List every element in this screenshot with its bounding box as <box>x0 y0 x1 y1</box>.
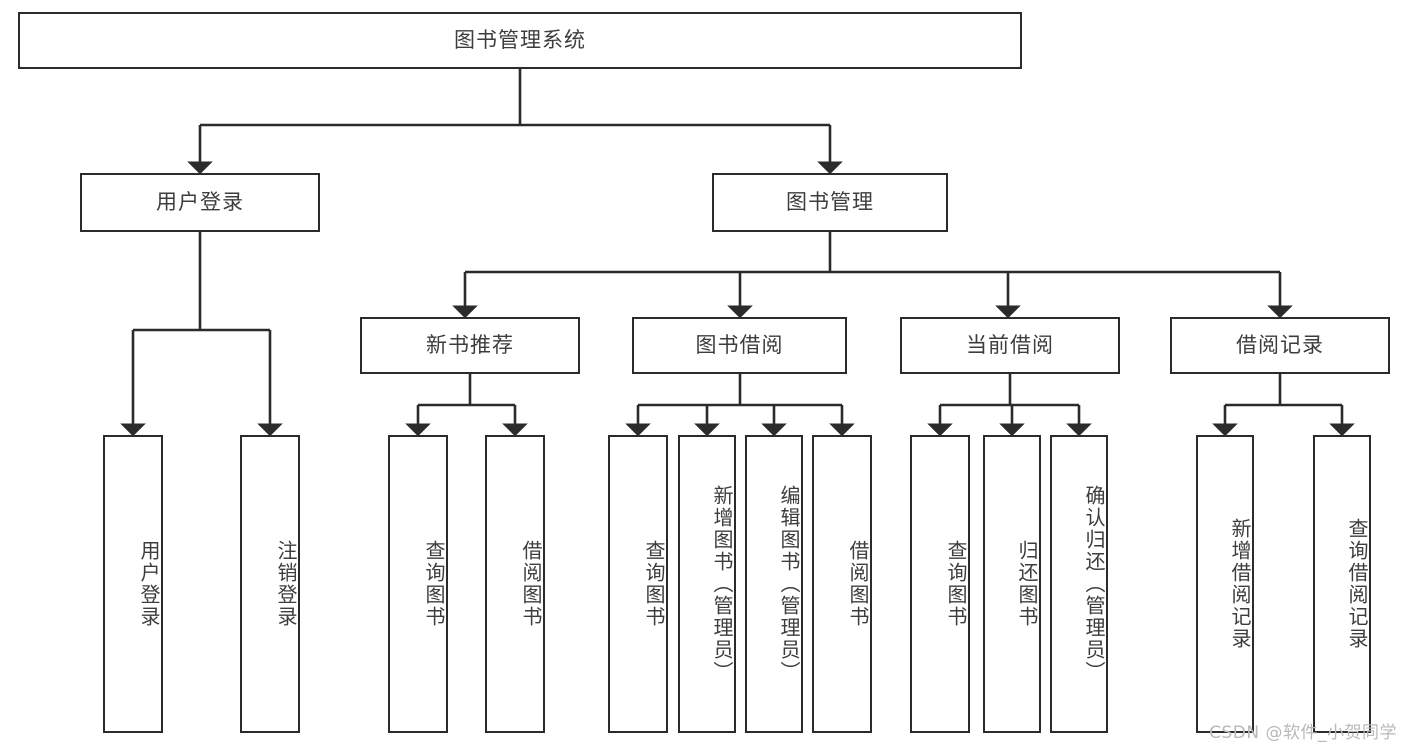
level3-node-图书借阅-1[interactable]: 图书借阅 <box>632 317 847 374</box>
level3-node-当前借阅-2[interactable]: 当前借阅 <box>900 317 1120 374</box>
csdn-watermark: CSDN @软件_小贺同学 <box>1209 723 1397 743</box>
root-node-图书管理系统[interactable]: 图书管理系统 <box>18 12 1022 69</box>
leaf-node-编辑图书管理员-6[interactable]: 编辑图书（管理员） <box>745 435 803 733</box>
node-label: 用户登录 <box>137 540 161 628</box>
node-label: 查询借阅记录 <box>1345 518 1369 650</box>
node-label: 图书借阅 <box>695 332 784 357</box>
leaf-node-确认归还管理员-10[interactable]: 确认归还（管理员） <box>1050 435 1108 733</box>
leaf-node-新增借阅记录-11[interactable]: 新增借阅记录 <box>1196 435 1254 733</box>
leaf-node-新增图书管理员-5[interactable]: 新增图书（管理员） <box>678 435 736 733</box>
leaf-node-注销登录-1[interactable]: 注销登录 <box>240 435 300 733</box>
node-label: 注销登录 <box>274 540 298 628</box>
node-label: 确认归还（管理员） <box>1082 485 1106 683</box>
node-label: 编辑图书（管理员） <box>777 485 801 683</box>
node-label: 新增借阅记录 <box>1228 518 1252 650</box>
node-label: 新书推荐 <box>426 332 514 357</box>
level3-node-借阅记录-3[interactable]: 借阅记录 <box>1170 317 1390 374</box>
node-label: 借阅图书 <box>519 540 543 628</box>
level3-node-新书推荐-0[interactable]: 新书推荐 <box>360 317 580 374</box>
node-label: 查询图书 <box>944 540 968 628</box>
node-label: 归还图书 <box>1015 540 1039 628</box>
level2-node-图书管理-1[interactable]: 图书管理 <box>712 173 948 232</box>
leaf-node-借阅图书-3[interactable]: 借阅图书 <box>485 435 545 733</box>
node-label: 图书管理 <box>786 189 874 214</box>
leaf-node-归还图书-9[interactable]: 归还图书 <box>983 435 1041 733</box>
node-label: 借阅图书 <box>846 540 870 628</box>
leaf-node-用户登录-0[interactable]: 用户登录 <box>103 435 163 733</box>
node-label: 查询图书 <box>642 540 666 628</box>
level2-node-用户登录-0[interactable]: 用户登录 <box>80 173 320 232</box>
leaf-node-查询图书-4[interactable]: 查询图书 <box>608 435 668 733</box>
connector-lines <box>120 69 1355 437</box>
node-label: 新增图书（管理员） <box>710 485 734 683</box>
node-label: 图书管理系统 <box>454 27 586 52</box>
node-label: 借阅记录 <box>1236 332 1324 357</box>
node-label: 用户登录 <box>156 189 244 214</box>
leaf-node-查询借阅记录-12[interactable]: 查询借阅记录 <box>1313 435 1371 733</box>
node-label: 当前借阅 <box>966 332 1054 357</box>
leaf-node-查询图书-2[interactable]: 查询图书 <box>388 435 448 733</box>
leaf-node-借阅图书-7[interactable]: 借阅图书 <box>812 435 872 733</box>
node-label: 查询图书 <box>422 540 446 628</box>
leaf-node-查询图书-8[interactable]: 查询图书 <box>910 435 970 733</box>
